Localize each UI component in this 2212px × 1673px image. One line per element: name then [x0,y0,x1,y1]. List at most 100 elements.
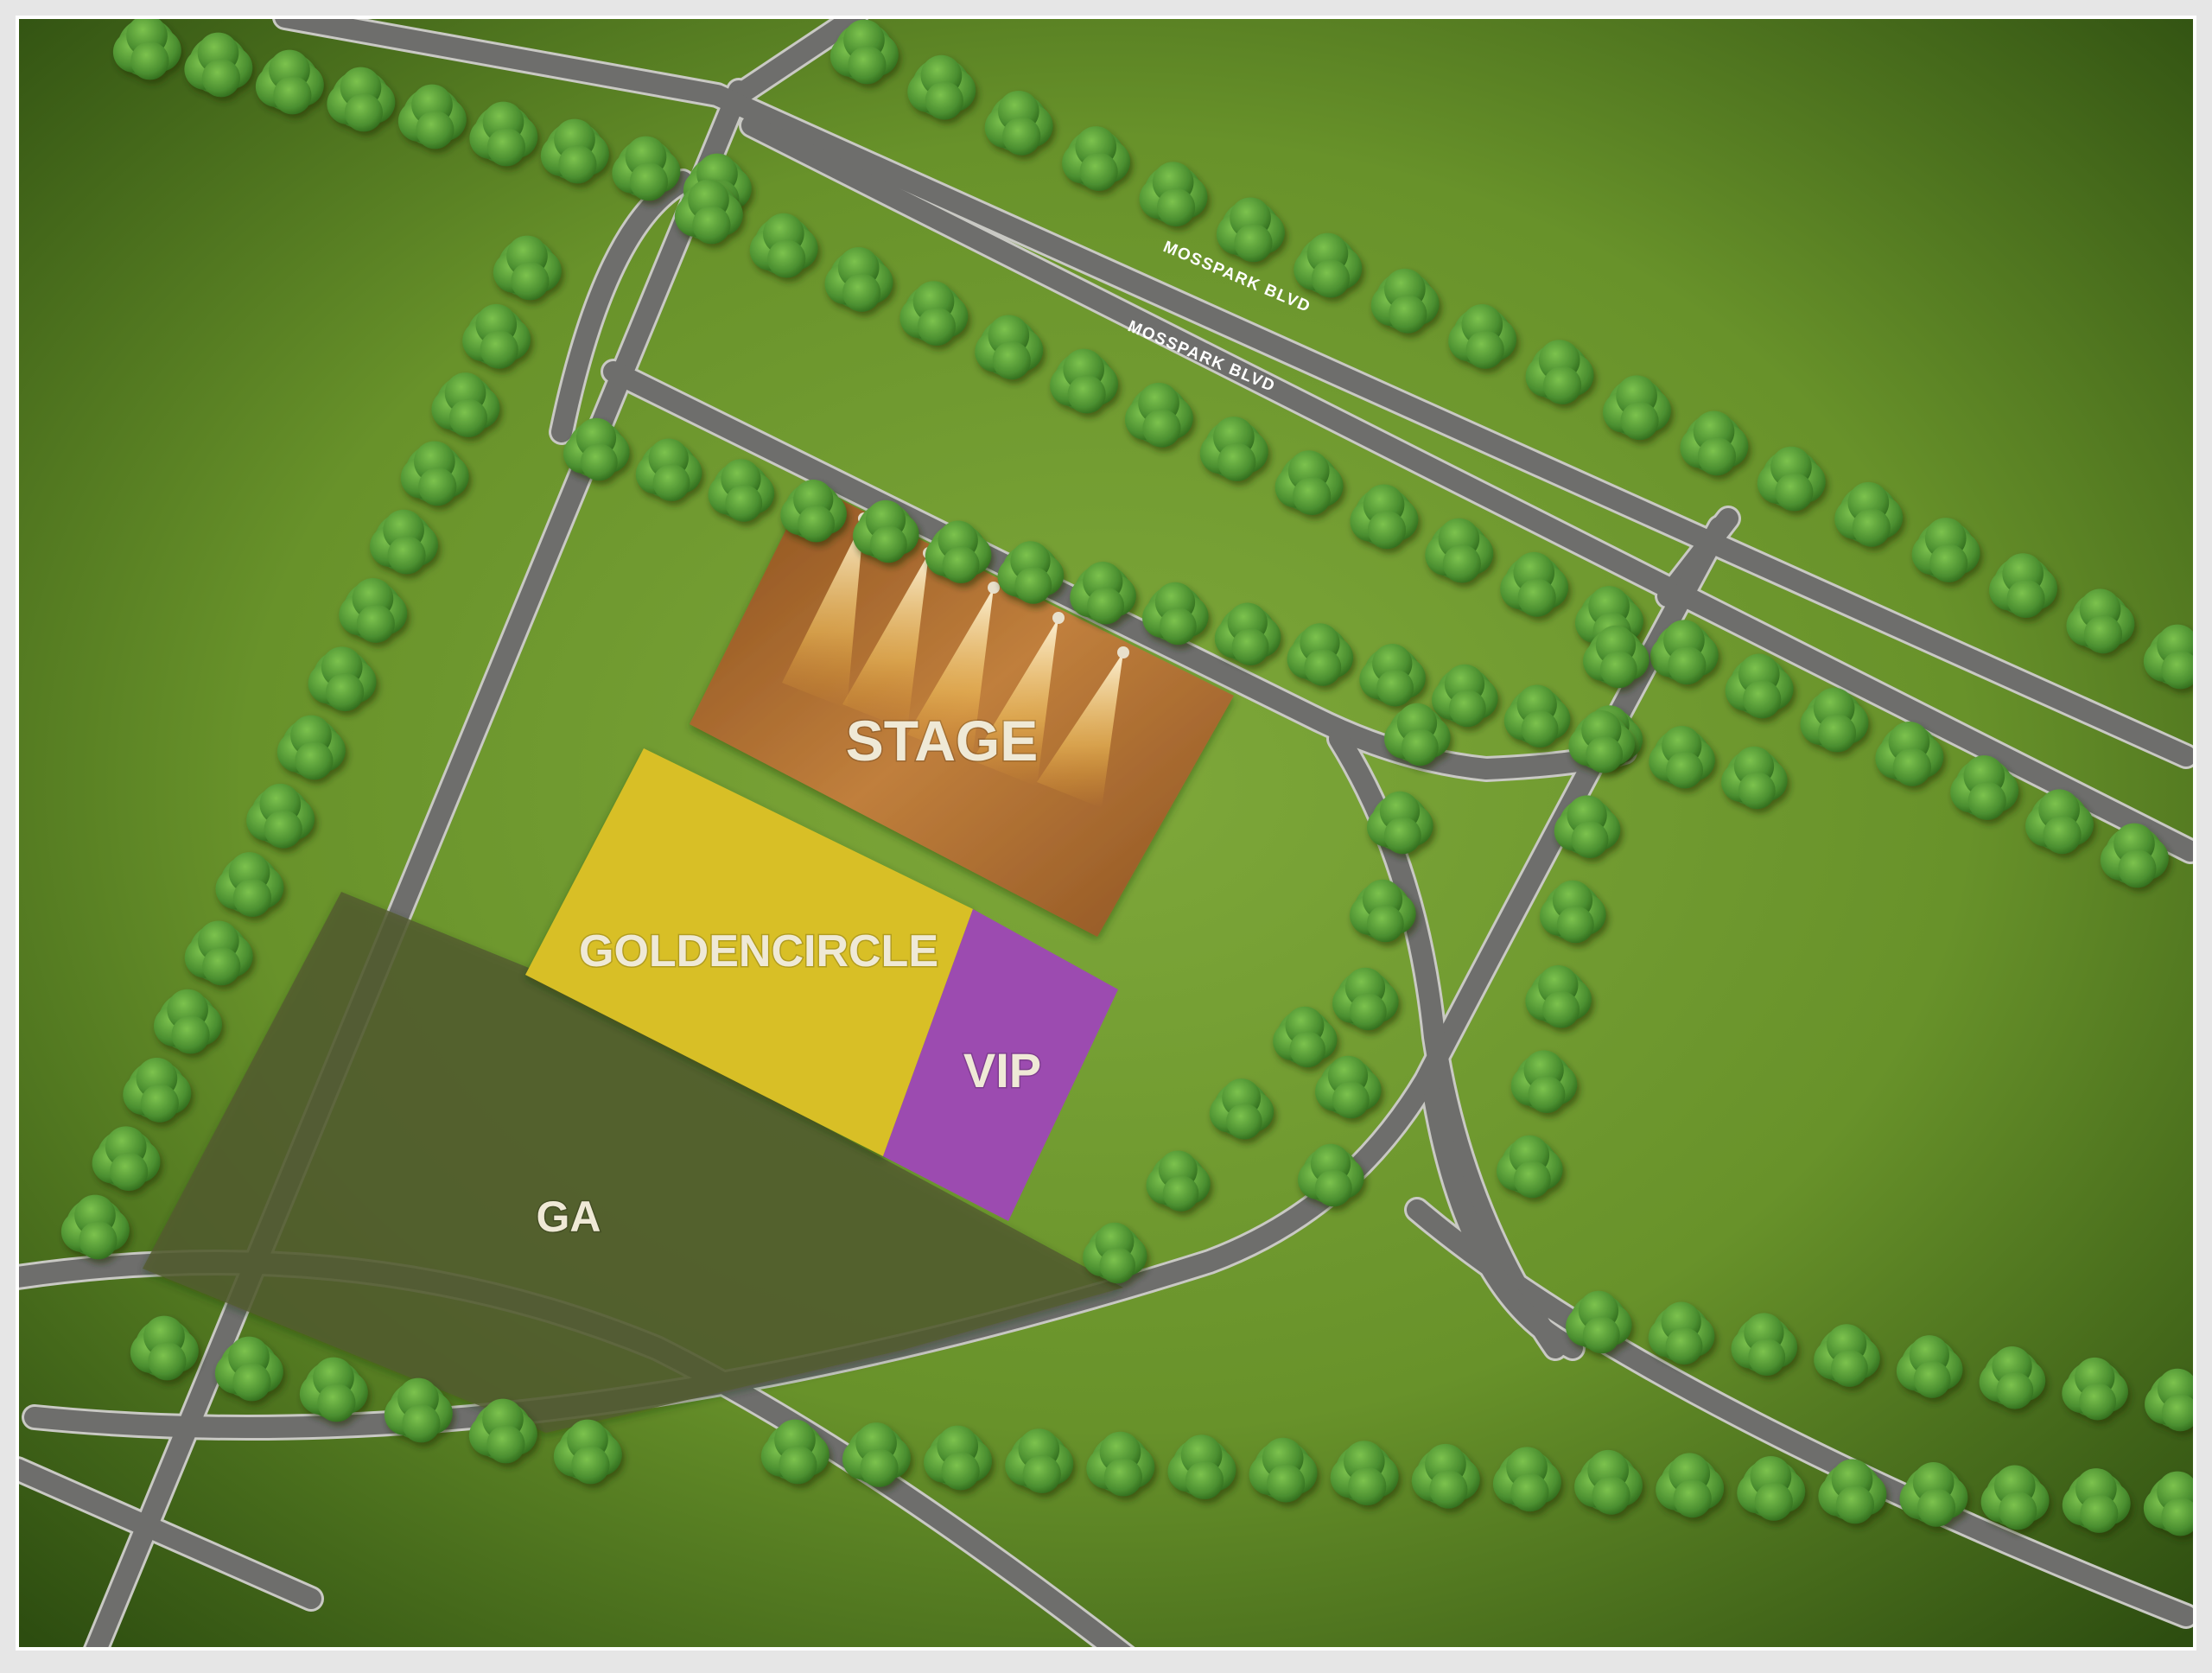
tree-icon [1448,304,1517,369]
tree-icon [1167,1434,1236,1500]
tree-icon [1332,967,1399,1031]
zone-golden-circle[interactable] [525,748,973,1156]
tree-icon [1274,450,1344,516]
map-border [16,16,2196,1651]
tree-icon [1070,561,1136,625]
tree-icon [1818,1459,1887,1524]
tree-icon [214,1336,283,1402]
tree-icon [1124,382,1193,448]
tree-icon [1370,268,1440,334]
road-segment [551,171,693,442]
ga-label: GA [537,1193,601,1241]
tree-icon [1649,620,1719,685]
light-beam [782,518,864,709]
tree-icon [154,989,222,1054]
tree-icon [2062,1357,2128,1421]
road-segment [17,1459,321,1609]
tree-icon [469,101,538,167]
road-segment [728,17,866,105]
vip-label: VIP [963,1043,1041,1097]
tree-icon [2143,624,2195,690]
tree-icon [1980,1465,2050,1530]
tree-icon [299,1357,368,1422]
tree-icon [553,1419,622,1485]
tree-icon [1568,710,1635,773]
tree-icon [563,417,630,481]
tree-icon [1574,1449,1643,1515]
tree-icon [635,438,702,502]
stage[interactable] [690,484,1234,937]
tree-icon [1294,232,1363,298]
tree-icon [493,235,562,301]
tree-icon [853,499,919,563]
tree-icon [92,1126,161,1192]
tree-icon [397,84,467,149]
tree-icon [975,315,1044,380]
tree-icon [1525,965,1592,1028]
tree-icon [924,1425,993,1491]
tree-icon [1062,126,1131,191]
tree-icon [1896,1335,1963,1398]
tree-icon [2066,588,2135,654]
tree-icon [1216,197,1285,263]
tree-icon [130,1315,199,1381]
spotlight-icon [1052,612,1065,624]
tree-icon [60,1194,130,1260]
tree-icon [468,1398,537,1464]
tree-icon [1350,879,1416,943]
tree-icon [1273,1006,1338,1068]
tree-icon [1298,1143,1364,1207]
tree-icon [540,118,609,184]
tree-icon [760,1419,830,1485]
tree-icon [1725,653,1794,719]
tree-icon [370,509,438,575]
tree-icon [384,1377,453,1443]
tree-icon [184,920,253,986]
tree-icon [1950,755,2019,820]
light-beam [972,618,1058,786]
tree-icon [1503,684,1571,748]
tree-icon [1350,484,1419,550]
tree-icon [612,136,681,201]
tree-icon [1083,1222,1147,1284]
tree-icon [1359,643,1426,707]
tree-icon [674,179,743,245]
tree-icon [112,17,181,80]
spotlight-icon [1117,646,1129,658]
tree-icon [997,541,1065,604]
tree-icon [1139,162,1208,227]
tree-icon [2025,789,2094,855]
tree-icon [339,578,408,643]
stage-lights [782,512,1129,808]
stage-label: STAGE [846,709,1038,773]
tree-icon [1899,1462,1968,1527]
tree-icon [276,715,346,780]
tree-icon [1649,725,1715,789]
tree-icon [1510,1050,1578,1113]
tree-icon [1367,791,1433,855]
zone-ga[interactable] [143,892,1123,1433]
road-segment [741,115,2195,862]
tree-icon [1989,553,2057,619]
tree-icon [1834,481,1904,547]
tree-icon [907,54,976,120]
road-segment [275,17,2195,767]
tree-icon [1199,417,1268,481]
light-beam [842,553,929,730]
tree-icon [431,372,500,437]
tree-icon [1721,746,1788,810]
tree-icon [1500,551,1569,617]
tree-icon [708,459,775,522]
tree-icon [984,90,1053,156]
tree-icon [1875,721,1944,786]
tree-icon [1680,410,1749,476]
light-beam [1037,652,1123,808]
tree-icon [1249,1437,1318,1503]
tree-icon [1005,1428,1074,1493]
tree-icon [462,303,531,369]
tree-icon [1411,1443,1480,1509]
spotlight-icon [988,582,1000,594]
tree-icon [1731,1313,1798,1377]
zone-vip[interactable] [883,909,1118,1221]
